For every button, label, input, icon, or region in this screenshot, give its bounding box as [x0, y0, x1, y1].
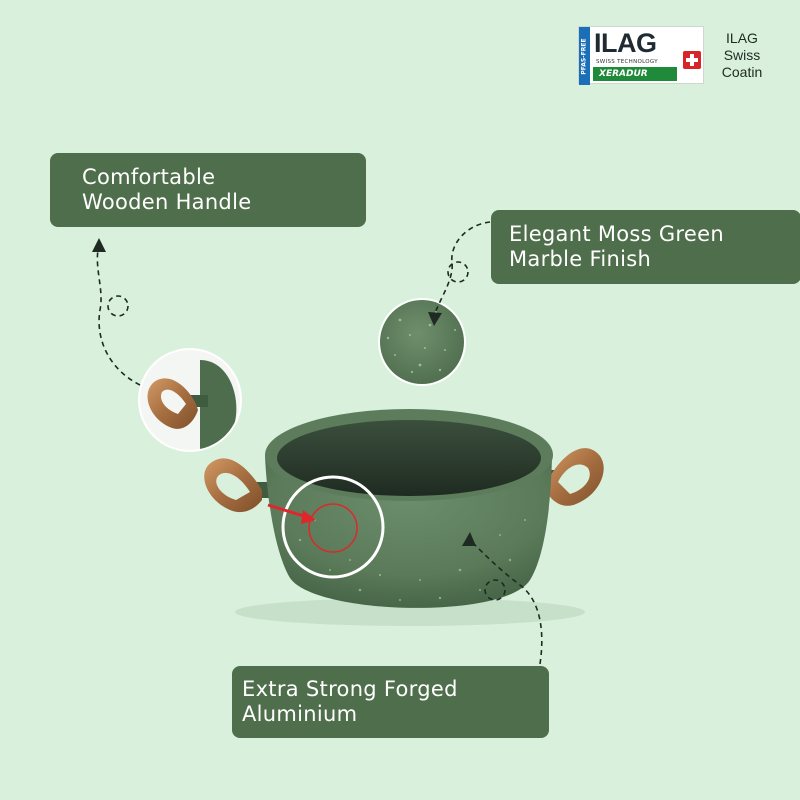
pointer-handle-arrowhead: [92, 238, 106, 252]
pot-shadow: [235, 598, 585, 626]
pointer-handle: [96, 249, 141, 386]
pfas-free-strip: PFAS-FREE: [579, 27, 590, 85]
label-forged-aluminium: Extra Strong Forged Aluminium: [232, 666, 549, 738]
swiss-cross-icon: [683, 51, 701, 69]
handle-zoom-circle: [138, 348, 242, 452]
label-forged-aluminium-line2: Aluminium: [242, 702, 358, 726]
marble-zoom-circle: [378, 298, 466, 386]
pointer-aluminium-arrowhead: [462, 532, 476, 546]
ilag-wordmark: ILAG: [594, 28, 657, 58]
swiss-technology-tagline: SWISS TECHNOLOGY: [596, 59, 658, 65]
ilag-badge: PFAS-FREE ILAG SWISS TECHNOLOGY XERADUR: [578, 26, 704, 85]
pot-left-handle: [204, 458, 278, 513]
label-marble-finish-line2: Marble Finish: [509, 247, 652, 271]
xeradur-bar: XERADUR: [593, 67, 677, 81]
label-wooden-handle-line2: Wooden Handle: [82, 190, 252, 214]
label-marble-finish-line1: Elegant Moss Green: [509, 222, 724, 246]
pointer-marble: [433, 221, 491, 317]
label-marble-finish: Elegant Moss Green Marble Finish: [491, 210, 800, 284]
pot-interior: [277, 420, 541, 496]
label-wooden-handle: Comfortable Wooden Handle: [50, 153, 366, 227]
pot-right-handle: [530, 448, 604, 506]
label-forged-aluminium-line1: Extra Strong Forged: [242, 677, 458, 701]
logo-caption: ILAG Swiss Coatin: [721, 30, 763, 80]
brand-logo: PFAS-FREE ILAG SWISS TECHNOLOGY XERADUR …: [578, 26, 778, 88]
thickness-detail-circle: [267, 475, 385, 579]
pointer-marble-arrowhead: [428, 312, 442, 326]
label-wooden-handle-line1: Comfortable: [82, 165, 216, 189]
pointer-aluminium: [469, 539, 543, 665]
